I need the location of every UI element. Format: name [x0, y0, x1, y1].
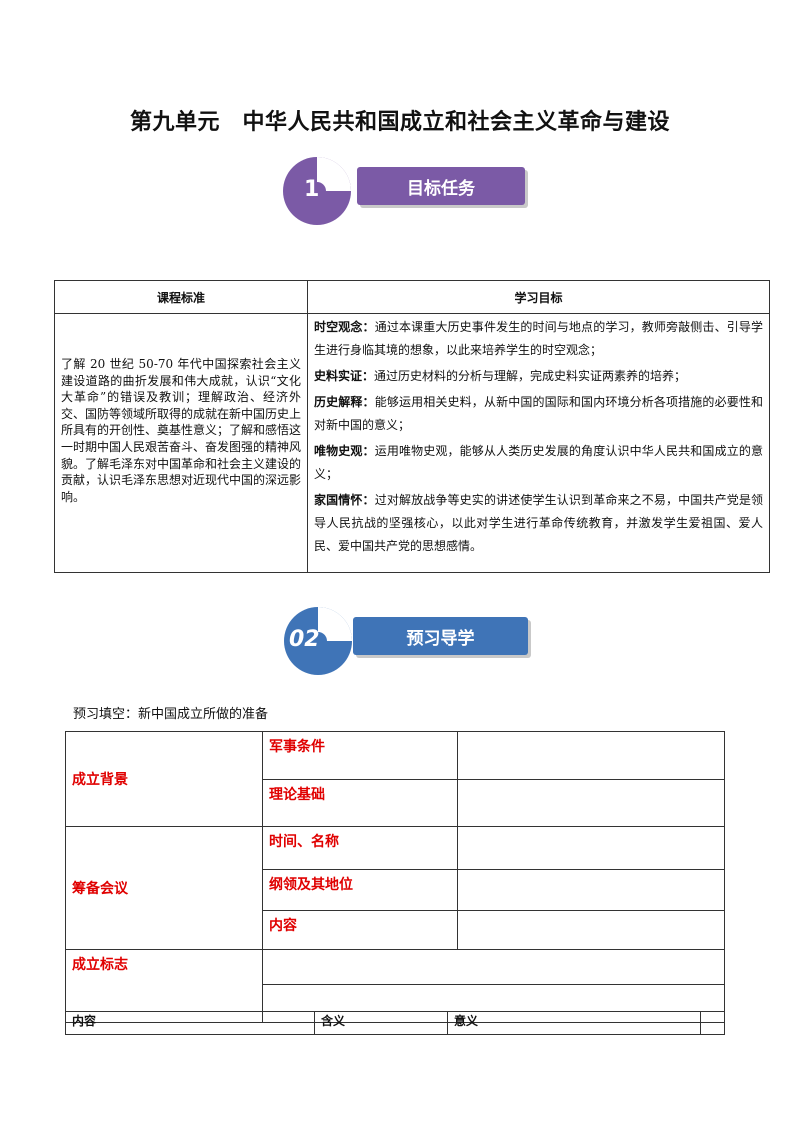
- learning-goals: 时空观念：通过本课重大历史事件发生的时间与地点的学习，教师旁敲侧击、引导学生进行…: [307, 313, 770, 573]
- section-number: 1: [304, 177, 319, 202]
- cell-program: 纲领及其地位: [262, 869, 458, 911]
- preparation-table: 成立背景 军事条件 理论基础 筹备会议 时间、名称 纲领及其地位 内容 成立标志: [65, 731, 725, 1023]
- answer-cell[interactable]: [457, 869, 725, 911]
- goal-item: 唯物史观：运用唯物史观，能够从人类历史发展的角度认识中华人民共和国成立的意义；: [314, 444, 763, 481]
- goal-item: 家国情怀：过对解放战争等史实的讲述使学生认识到革命来之不易，中国共产党是领导人民…: [314, 493, 763, 553]
- preview-lead-text: 预习填空：新中国成立所做的准备: [73, 707, 269, 722]
- section-number-badge: 1: [283, 157, 351, 225]
- goal-item: 史料实证：通过历史材料的分析与理解，完成史料实证两素养的培养；: [314, 369, 687, 383]
- page-title: 第九单元 中华人民共和国成立和社会主义革命与建设: [129, 110, 670, 135]
- answer-cell[interactable]: [262, 948, 725, 986]
- header-content: 内容: [65, 1011, 315, 1035]
- answer-cell[interactable]: [457, 826, 725, 870]
- cell-theory: 理论基础: [262, 778, 458, 827]
- header-significance: 意义: [447, 1011, 701, 1035]
- row-label-meeting: 筹备会议: [65, 826, 263, 950]
- answer-cell[interactable]: [457, 778, 725, 827]
- answer-cell[interactable]: [457, 910, 725, 950]
- content-meaning-table: 内容 含义 意义: [65, 1011, 725, 1035]
- curriculum-standard-text: 了解 20 世纪 50-70 年代中国探索社会主义建设道路的曲折发展和伟大成就，…: [54, 313, 308, 573]
- cell-content: 内容: [262, 910, 458, 950]
- header-meaning: 含义: [314, 1011, 448, 1035]
- row-label-symbol: 成立标志: [65, 949, 263, 1023]
- row-label-background: 成立背景: [65, 731, 263, 827]
- goal-item: 历史解释：能够运用相关史料，从新中国的国际和国内环境分析各项措施的必要性和对新中…: [314, 395, 763, 432]
- column-header-standard: 课程标准: [54, 280, 308, 314]
- section-title-preview: 预习导学: [353, 617, 528, 655]
- section-number: 02: [289, 627, 320, 652]
- cell-military: 军事条件: [262, 731, 458, 780]
- cell-time-name: 时间、名称: [262, 826, 458, 870]
- goals-table: 课程标准 学习目标 了解 20 世纪 50-70 年代中国探索社会主义建设道路的…: [54, 280, 770, 573]
- section-title-goals: 目标任务: [357, 167, 525, 205]
- goal-item: 时空观念：通过本课重大历史事件发生的时间与地点的学习，教师旁敲侧击、引导学生进行…: [314, 320, 763, 357]
- column-header-goals: 学习目标: [307, 280, 770, 314]
- answer-cell[interactable]: [457, 731, 725, 780]
- blank-cell: [700, 1011, 725, 1035]
- section-number-badge: 02: [284, 607, 352, 675]
